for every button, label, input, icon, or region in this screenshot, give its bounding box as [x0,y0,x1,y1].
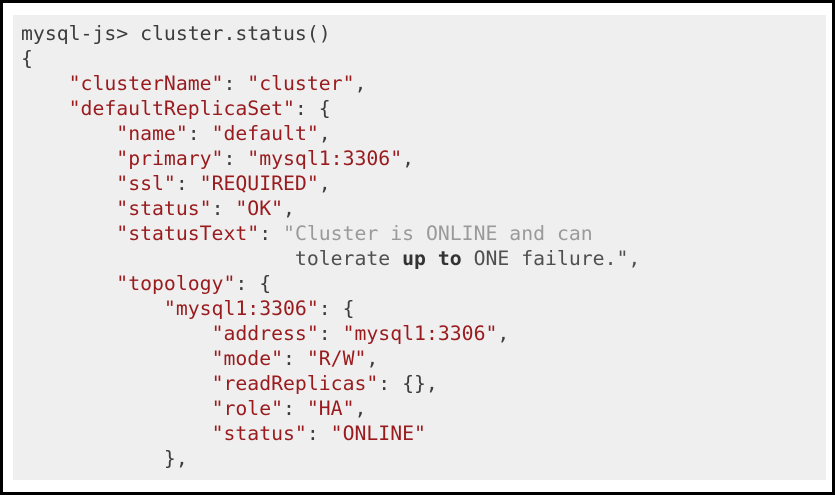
code-token: : { [318,297,355,320]
code-token [21,147,116,170]
code-token: , [318,122,331,145]
code-token: "REQUIRED" [199,172,319,195]
code-line: "primary": "mysql1:3306", [21,146,818,171]
code-line: { [21,46,818,71]
code-line: "status": "ONLINE" [21,421,818,446]
code-token: { [21,47,33,70]
cluster-status-output: mysql-js> cluster.status(){ "clusterName… [21,21,818,471]
code-token: "mode" [211,347,284,370]
shell-command: cluster.status() [140,22,331,45]
code-token [21,372,212,395]
code-token: : [283,397,307,420]
code-token [21,322,212,345]
code-token: : [223,147,248,170]
code-line: "mode": "R/W", [21,346,818,371]
code-line: mysql-js> cluster.status() [21,21,818,46]
code-token: "status" [116,197,212,220]
code-token: : [223,72,248,95]
code-line: "ssl": "REQUIRED", [21,171,818,196]
code-token: : { [294,97,331,120]
code-line: "readReplicas": {}, [21,371,818,396]
code-token: : [283,347,307,370]
code-token: : [318,322,343,345]
code-token: ONE failure.", [461,247,641,270]
code-token [21,72,69,95]
code-line: "name": "default", [21,121,818,146]
code-line: "clusterName": "cluster", [21,71,818,96]
code-token [21,297,164,320]
code-token: "ONLINE" [330,422,426,445]
code-token: , [366,347,379,370]
code-token [21,422,212,445]
code-token: tolerate [294,247,403,270]
code-token: , [402,147,415,170]
code-token: "mysql1:3306" [163,297,319,320]
code-token: , [354,397,367,420]
code-token: "readReplicas" [211,372,379,395]
code-token: "mysql1:3306" [342,322,498,345]
code-token: : {}, [378,372,438,395]
code-token [21,197,116,220]
code-token [21,222,116,245]
code-token: "status" [211,422,307,445]
code-token: , [497,322,510,345]
code-token: "defaultReplicaSet" [68,97,295,120]
code-token: "statusText" [116,222,260,245]
code-token: "HA" [306,397,355,420]
code-token [21,397,212,420]
code-token [21,122,116,145]
code-token: "address" [211,322,319,345]
code-token: "role" [211,397,284,420]
code-token: "cluster" [247,72,355,95]
code-line: "role": "HA", [21,396,818,421]
code-token: "Cluster is ONLINE and can [283,222,593,245]
code-token: , [318,172,331,195]
code-token [21,97,69,120]
code-line: "statusText": "Cluster is ONLINE and can [21,221,818,246]
code-token: "OK" [235,197,284,220]
code-token: "name" [116,122,188,145]
shell-prompt: mysql-js> [21,22,141,45]
code-line: tolerate up to ONE failure.", [21,246,818,271]
code-token: : { [235,272,272,295]
code-token: "topology" [116,272,236,295]
code-token: : [211,197,236,220]
code-line: "status": "OK", [21,196,818,221]
code-token: : [259,222,284,245]
code-token: "primary" [116,147,224,170]
code-line: }, [21,446,818,471]
code-token: : [306,422,331,445]
code-token [21,347,212,370]
code-line: "defaultReplicaSet": { [21,96,818,121]
code-token: "mysql1:3306" [247,147,403,170]
code-token: up to [402,247,462,270]
code-token [21,272,116,295]
code-line: "mysql1:3306": { [21,296,818,321]
code-token: : [175,172,200,195]
code-token: "default" [211,122,319,145]
code-token: , [354,72,367,95]
code-token: "R/W" [306,347,367,370]
code-line: "topology": { [21,271,818,296]
code-token [21,247,295,270]
terminal-output-panel: mysql-js> cluster.status(){ "clusterName… [13,15,826,480]
code-token: "ssl" [116,172,176,195]
code-token: , [283,197,295,220]
code-token: "clusterName" [68,72,224,95]
code-token: }, [21,447,188,470]
code-token [21,172,116,195]
code-line: "address": "mysql1:3306", [21,321,818,346]
code-token: : [187,122,212,145]
